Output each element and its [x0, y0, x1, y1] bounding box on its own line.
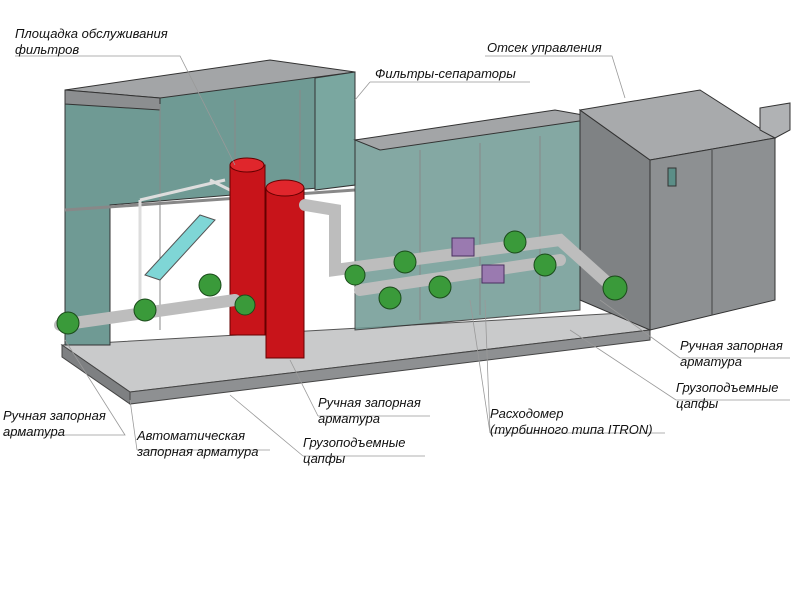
label-line: Отсек управления — [487, 40, 602, 55]
control-compartment — [578, 89, 791, 331]
label-line: Грузоподъемные — [676, 380, 779, 395]
label-filter-separators: Фильтры-сепараторы — [375, 66, 516, 82]
label-line: цапфы — [303, 451, 346, 466]
label-lifting-trunnions-middle: Грузоподъемные цапфы — [303, 435, 406, 467]
label-line: арматура — [3, 424, 65, 439]
label-manual-valves-middle: Ручная запорная арматура — [318, 395, 421, 427]
label-line: цапфы — [676, 396, 719, 411]
label-line: Ручная запорная — [318, 395, 421, 410]
label-line: Ручная запорная — [680, 338, 783, 353]
label-line: Площадка обслуживания — [15, 26, 168, 41]
label-line: Автоматическая — [137, 428, 246, 443]
container-floor — [60, 311, 651, 405]
label-line: фильтров — [15, 42, 80, 57]
label-automatic-valves: Автоматическая запорная арматура — [137, 428, 259, 460]
filter-separators — [229, 157, 305, 359]
label-manual-valves-left: Ручная запорная арматура — [3, 408, 106, 440]
label-flowmeter: Расходомер (турбинного типа ITRON) — [490, 406, 653, 438]
label-line: (турбинного типа ITRON) — [490, 422, 653, 437]
leader-lines — [3, 55, 790, 457]
label-line: Грузоподъемные — [303, 435, 406, 450]
label-control-compartment: Отсек управления — [487, 40, 602, 56]
label-lifting-trunnions-right: Грузоподъемные цапфы — [676, 380, 779, 412]
valves — [56, 230, 628, 335]
label-line: арматура — [680, 354, 742, 369]
label-line: Расходомер — [490, 406, 564, 421]
label-line: запорная арматура — [137, 444, 259, 459]
label-line: арматура — [318, 411, 380, 426]
label-filter-platform: Площадка обслуживания фильтров — [15, 26, 168, 58]
label-manual-valves-right: Ручная запорная арматура — [680, 338, 783, 370]
label-line: Фильтры-сепараторы — [375, 66, 516, 81]
label-line: Ручная запорная — [3, 408, 106, 423]
flowmeters — [451, 237, 505, 284]
